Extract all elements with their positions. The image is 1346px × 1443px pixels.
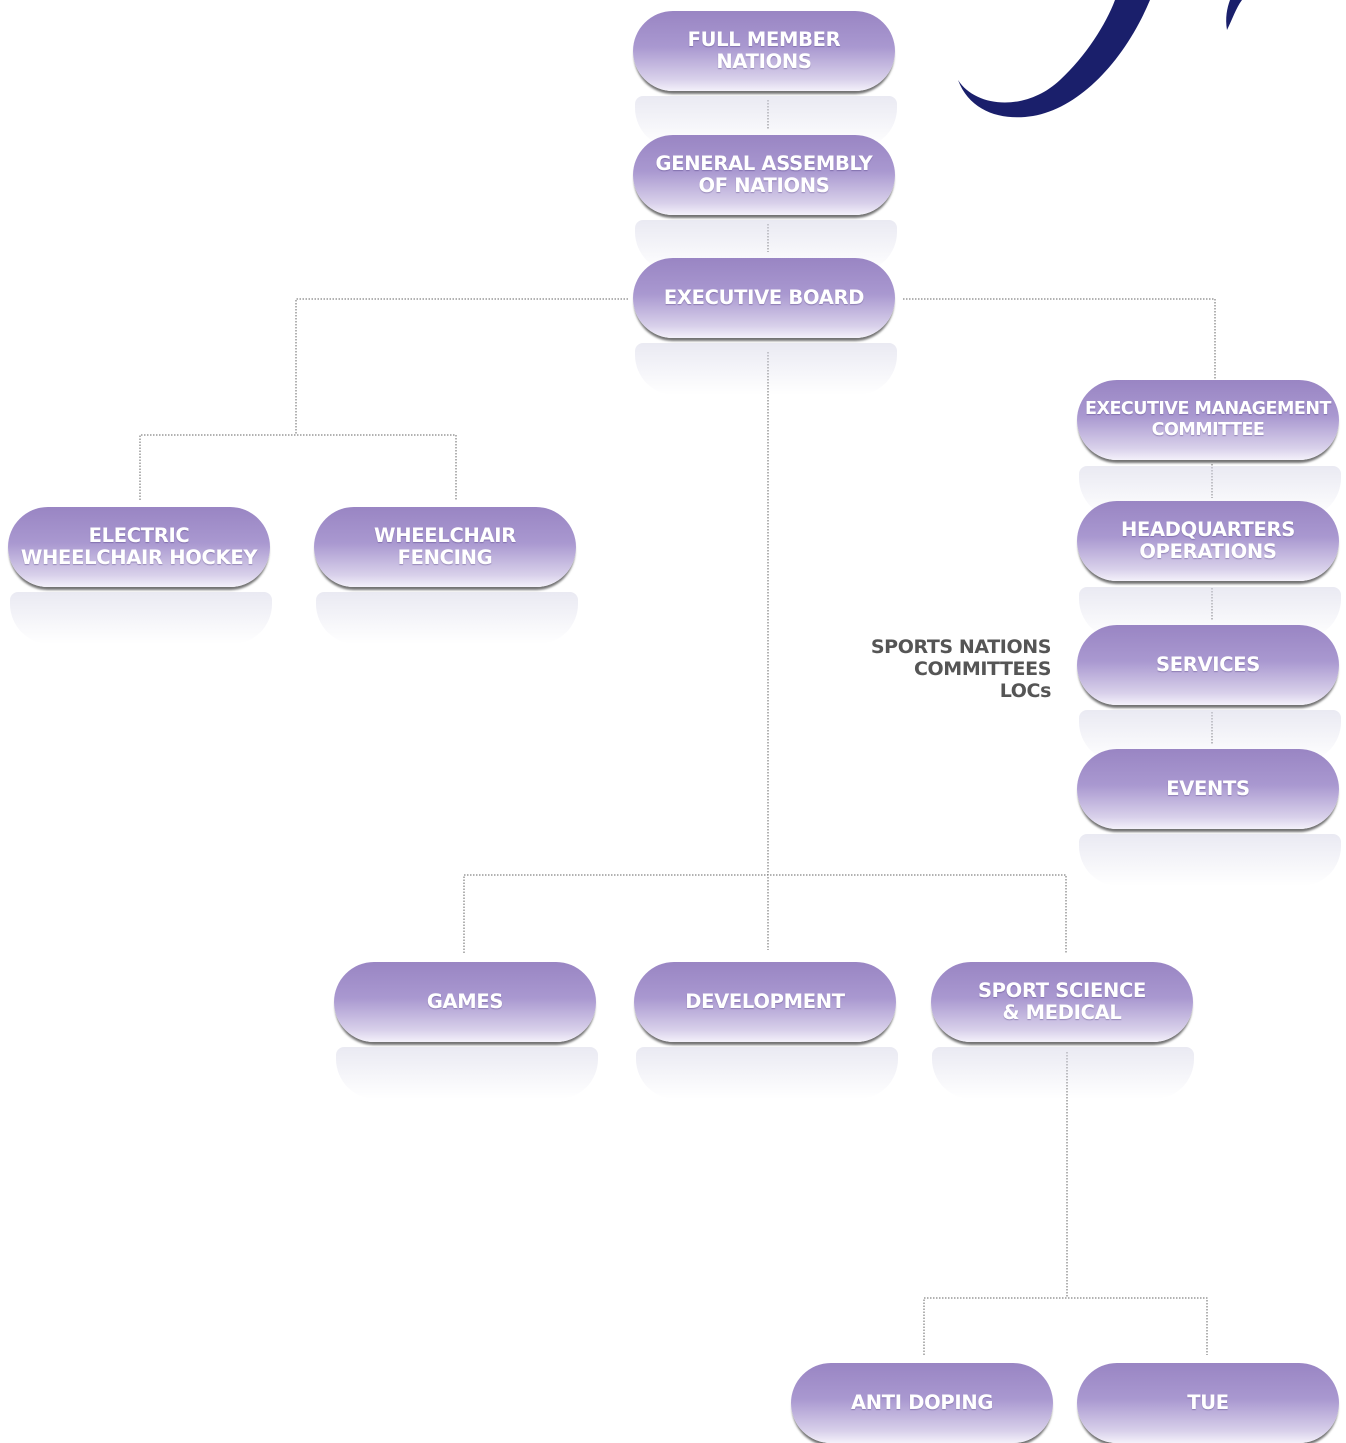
side-label-line: LOCs [999, 680, 1052, 702]
node-executive-board[interactable]: EXECUTIVE BOARD [633, 258, 895, 338]
node-development[interactable]: DEVELOPMENT [634, 962, 896, 1042]
connector-sports-split [139, 434, 457, 500]
side-label-line: SPORTS NATIONS [870, 636, 1052, 658]
logo-swoosh-icon [958, 0, 1242, 118]
node-full-member-nations[interactable]: FULL MEMBER NATIONS [633, 11, 895, 91]
node-events[interactable]: EVENTS [1077, 749, 1339, 829]
connector-commissions-split [463, 874, 1067, 953]
connector-board-to-management [903, 298, 1216, 380]
node-games[interactable]: GAMES [334, 962, 596, 1042]
node-headquarters-operations[interactable]: HEADQUARTERS OPERATIONS [1077, 501, 1339, 581]
sports-nations-label: SPORTS NATIONS COMMITTEES LOCs [870, 636, 1052, 702]
node-tue[interactable]: TUE [1077, 1363, 1339, 1443]
node-services[interactable]: SERVICES [1077, 625, 1339, 705]
node-general-assembly[interactable]: GENERAL ASSEMBLY OF NATIONS [633, 135, 895, 215]
node-executive-management-committee[interactable]: EXECUTIVE MANAGEMENT COMMITTEE [1077, 380, 1339, 460]
node-anti-doping[interactable]: ANTI DOPING [791, 1363, 1053, 1443]
node-electric-wheelchair-hockey[interactable]: ELECTRIC WHEELCHAIR HOCKEY [8, 507, 270, 587]
node-sport-science-medical[interactable]: SPORT SCIENCE & MEDICAL [931, 962, 1193, 1042]
side-label-line: COMMITTEES [914, 658, 1051, 680]
connector-board-to-sports [295, 298, 628, 435]
connector-science-split [923, 1297, 1208, 1355]
node-wheelchair-fencing[interactable]: WHEELCHAIR FENCING [314, 507, 576, 587]
